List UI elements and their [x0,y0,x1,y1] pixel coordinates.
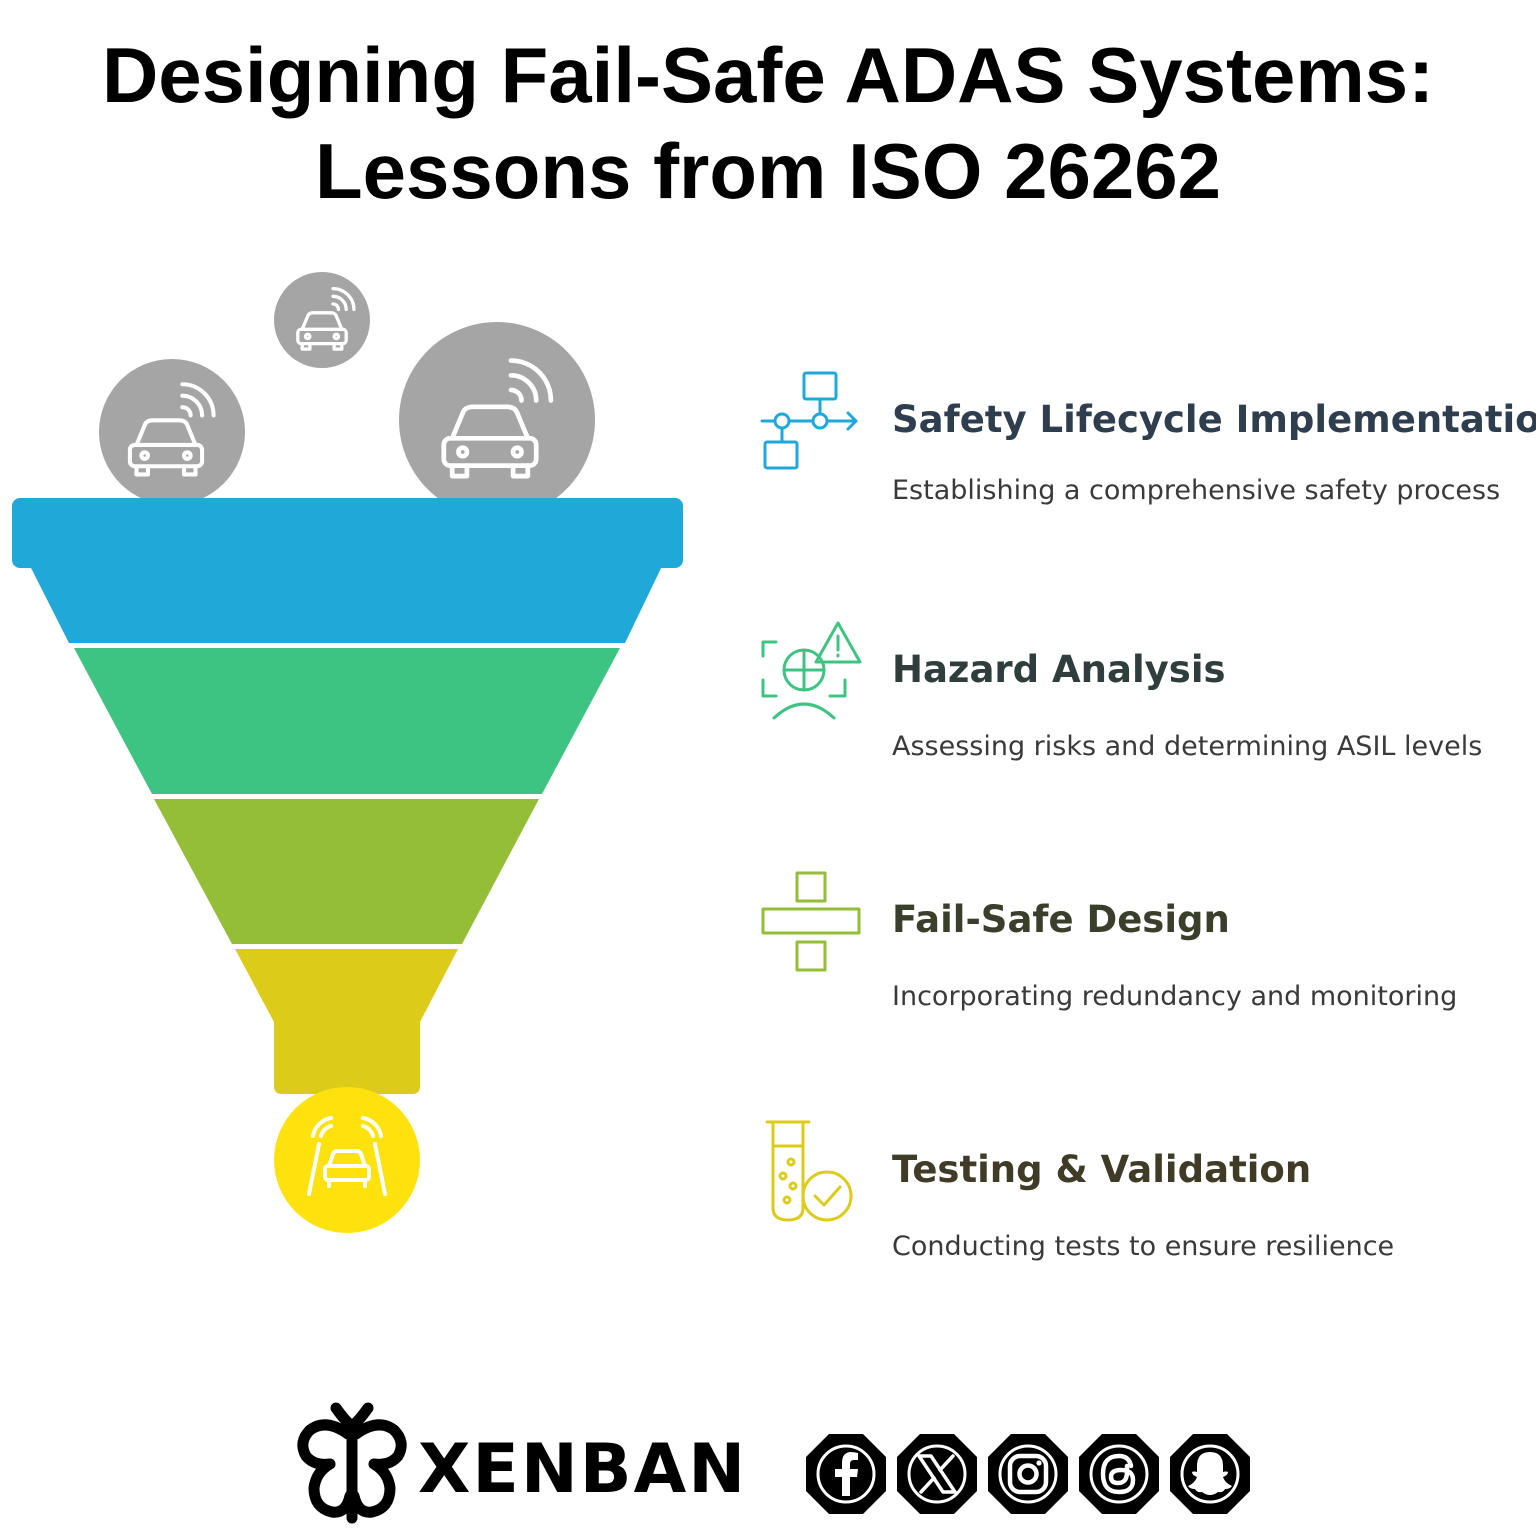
connected-car-icon [274,272,370,368]
threads-icon[interactable] [1077,1432,1161,1516]
butterfly-logo-icon [297,1402,407,1524]
step-2-heading: Hazard Analysis [892,648,1226,691]
brand-name: XENBAN [418,1430,748,1509]
step-4-heading: Testing & Validation [892,1148,1312,1191]
funnel-band-4 [235,949,458,1094]
funnel-diagram [12,272,683,1233]
workflow-icon [760,371,858,470]
snapchat-icon[interactable] [1168,1432,1252,1516]
step-1-heading: Safety Lifecycle Implementation [892,398,1536,441]
step-4-description: Conducting tests to ensure resilience [892,1231,1395,1262]
hazard-scan-icon [761,621,862,720]
test-tube-check-icon [765,1120,853,1222]
funnel-band-1 [12,498,683,643]
autonomous-car-icon [274,1087,420,1233]
step-3-description: Incorporating redundancy and monitoring [892,981,1458,1012]
facebook-icon[interactable] [804,1432,888,1516]
x-icon[interactable] [895,1432,979,1516]
page-title-line-2: Lessons from ISO 26262 [314,127,1222,215]
instagram-icon[interactable] [986,1432,1070,1516]
funnel-band-2 [74,648,620,794]
step-2-description: Assessing risks and determining ASIL lev… [892,731,1483,762]
redundancy-icon [761,871,861,972]
page-title-line-1: Designing Fail-Safe ADAS Systems: [101,31,1435,119]
connected-car-icon [99,359,245,505]
connected-car-icon [399,322,595,518]
step-3-heading: Fail-Safe Design [892,898,1230,941]
step-1-description: Establishing a comprehensive safety proc… [892,475,1501,506]
funnel-band-3 [154,799,539,944]
